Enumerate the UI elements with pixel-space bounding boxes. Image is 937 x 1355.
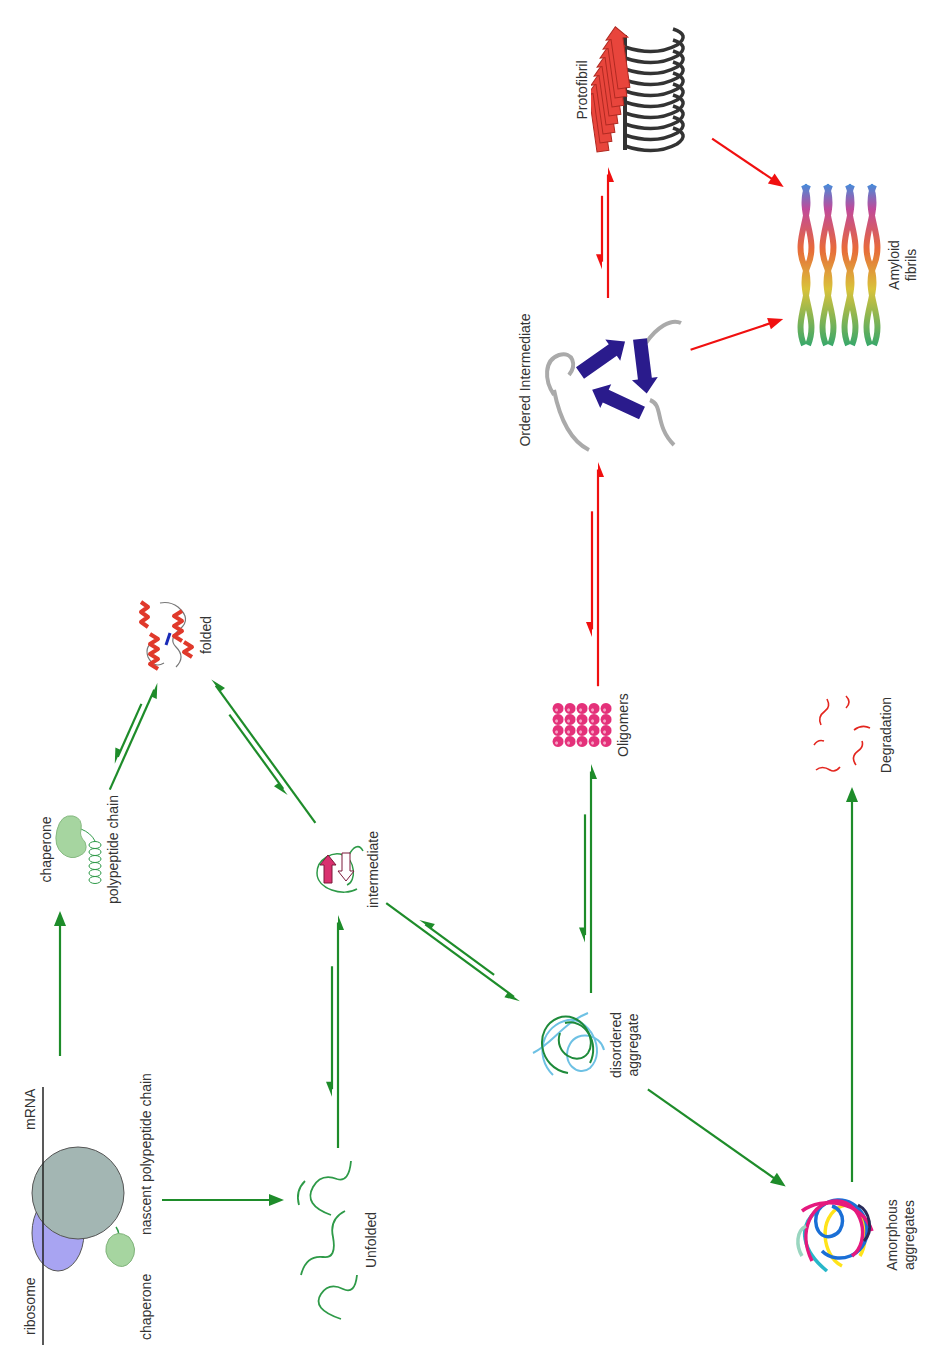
arrow-line [591,511,593,629]
arrow-line [59,919,61,1057]
node-label: polypeptide chain [105,795,122,904]
arrow-head [768,174,784,187]
node-label: ribosome [22,1277,39,1335]
reaction-arrow [162,1194,284,1206]
node-label: Degradation [878,697,895,773]
arrow-line [584,814,586,935]
arrow-head [419,920,435,929]
node-label: chaperone [38,816,55,882]
arrow-line [601,196,603,262]
folded-protein-illustration [136,595,198,675]
node-label: chaperone [138,1274,155,1340]
reaction-arrow [648,1089,786,1186]
protofibril-illustration [591,20,706,160]
process-node: intermediate [306,828,385,911]
arrow-head [846,787,858,802]
arrow-line [162,1199,277,1201]
arrow-head [504,992,520,1001]
arrow-line [607,175,609,299]
reaction-arrow [579,764,597,993]
reaction-arrow [712,139,784,187]
reaction-arrow [211,679,315,822]
arrow-head [115,748,121,764]
arrow-head [151,683,157,699]
process-node: Protofibril [571,17,709,163]
arrow-head [269,1194,284,1206]
oligomer-illustration [549,699,615,751]
arrow-line [648,1089,780,1182]
node-label: Unfolded [363,1212,380,1268]
node-label: intermediate [365,831,382,908]
arrow-line [337,923,339,1149]
arrow-line [590,772,592,994]
arrow-line [216,686,316,823]
amyloid-fibril-illustration [790,179,886,351]
arrow-head [274,783,288,795]
node-label: Ordered Intermediate [517,313,534,446]
node-label: nascent polypeptide chain [138,1073,155,1235]
node-label: disordered aggregate [608,1000,642,1090]
disordered-aggregate-illustration [528,1007,608,1083]
chaperone-illustration [55,810,105,890]
arrow-head [596,254,602,269]
arrow-head [579,928,585,943]
process-node: Degradation [803,687,898,783]
arrow-line [597,470,599,687]
arrow-line [386,903,514,997]
arrow-head [326,1082,332,1097]
reaction-arrow [691,318,784,350]
node-label: folded [198,616,215,654]
arrow-head [770,1173,786,1187]
arrow-line [118,704,142,757]
arrow-head [338,915,344,930]
arrow-line [691,321,776,349]
arrow-line [331,966,333,1089]
process-node: Amorphous aggregates [789,1186,921,1284]
arrow-line [229,715,283,789]
process-node: Oligomers [546,690,635,760]
process-node: Unfolded [288,1152,383,1328]
arrow-line [425,924,494,974]
arrow-line [110,690,155,790]
intermediate-illustration [309,839,365,899]
arrow-head [591,764,597,779]
arrow-head [586,622,592,637]
ordered-intermediate-illustration [534,305,684,455]
reaction-arrow [586,462,604,686]
node-label: Oligomers [615,693,632,757]
reaction-arrow [326,915,344,1148]
arrow-head [608,167,614,182]
process-node: chaperone polypeptide chain [35,792,125,907]
arrow-head [54,911,66,926]
node-label: Amorphous aggregates [884,1190,918,1280]
process-node: folded [133,592,218,678]
reaction-arrow [596,167,614,298]
node-label: mRNA [22,1089,39,1130]
reaction-arrow [54,911,66,1056]
arrow-line [851,795,853,1183]
arrow-line [712,139,777,183]
arrow-head [767,318,783,329]
process-node: disordered aggregate [525,997,645,1093]
process-node: ribosome mRNA nascent polypeptide chain cha… [8,1060,158,1345]
process-node: Amyloid fibrils [787,176,923,354]
node-label: Protofibril [574,60,591,119]
arrow-head [598,462,604,477]
reaction-arrow [110,683,158,790]
node-label: Amyloid fibrils [886,230,920,300]
reaction-arrow [846,787,858,1182]
process-node: Ordered Intermediate [514,302,687,458]
amorphous-aggregate-illustration [792,1189,884,1281]
arrow-head [211,679,225,691]
reaction-arrow [386,903,520,1001]
degradation-fragments [806,690,878,780]
unfolded-chain-illustration [291,1155,363,1325]
